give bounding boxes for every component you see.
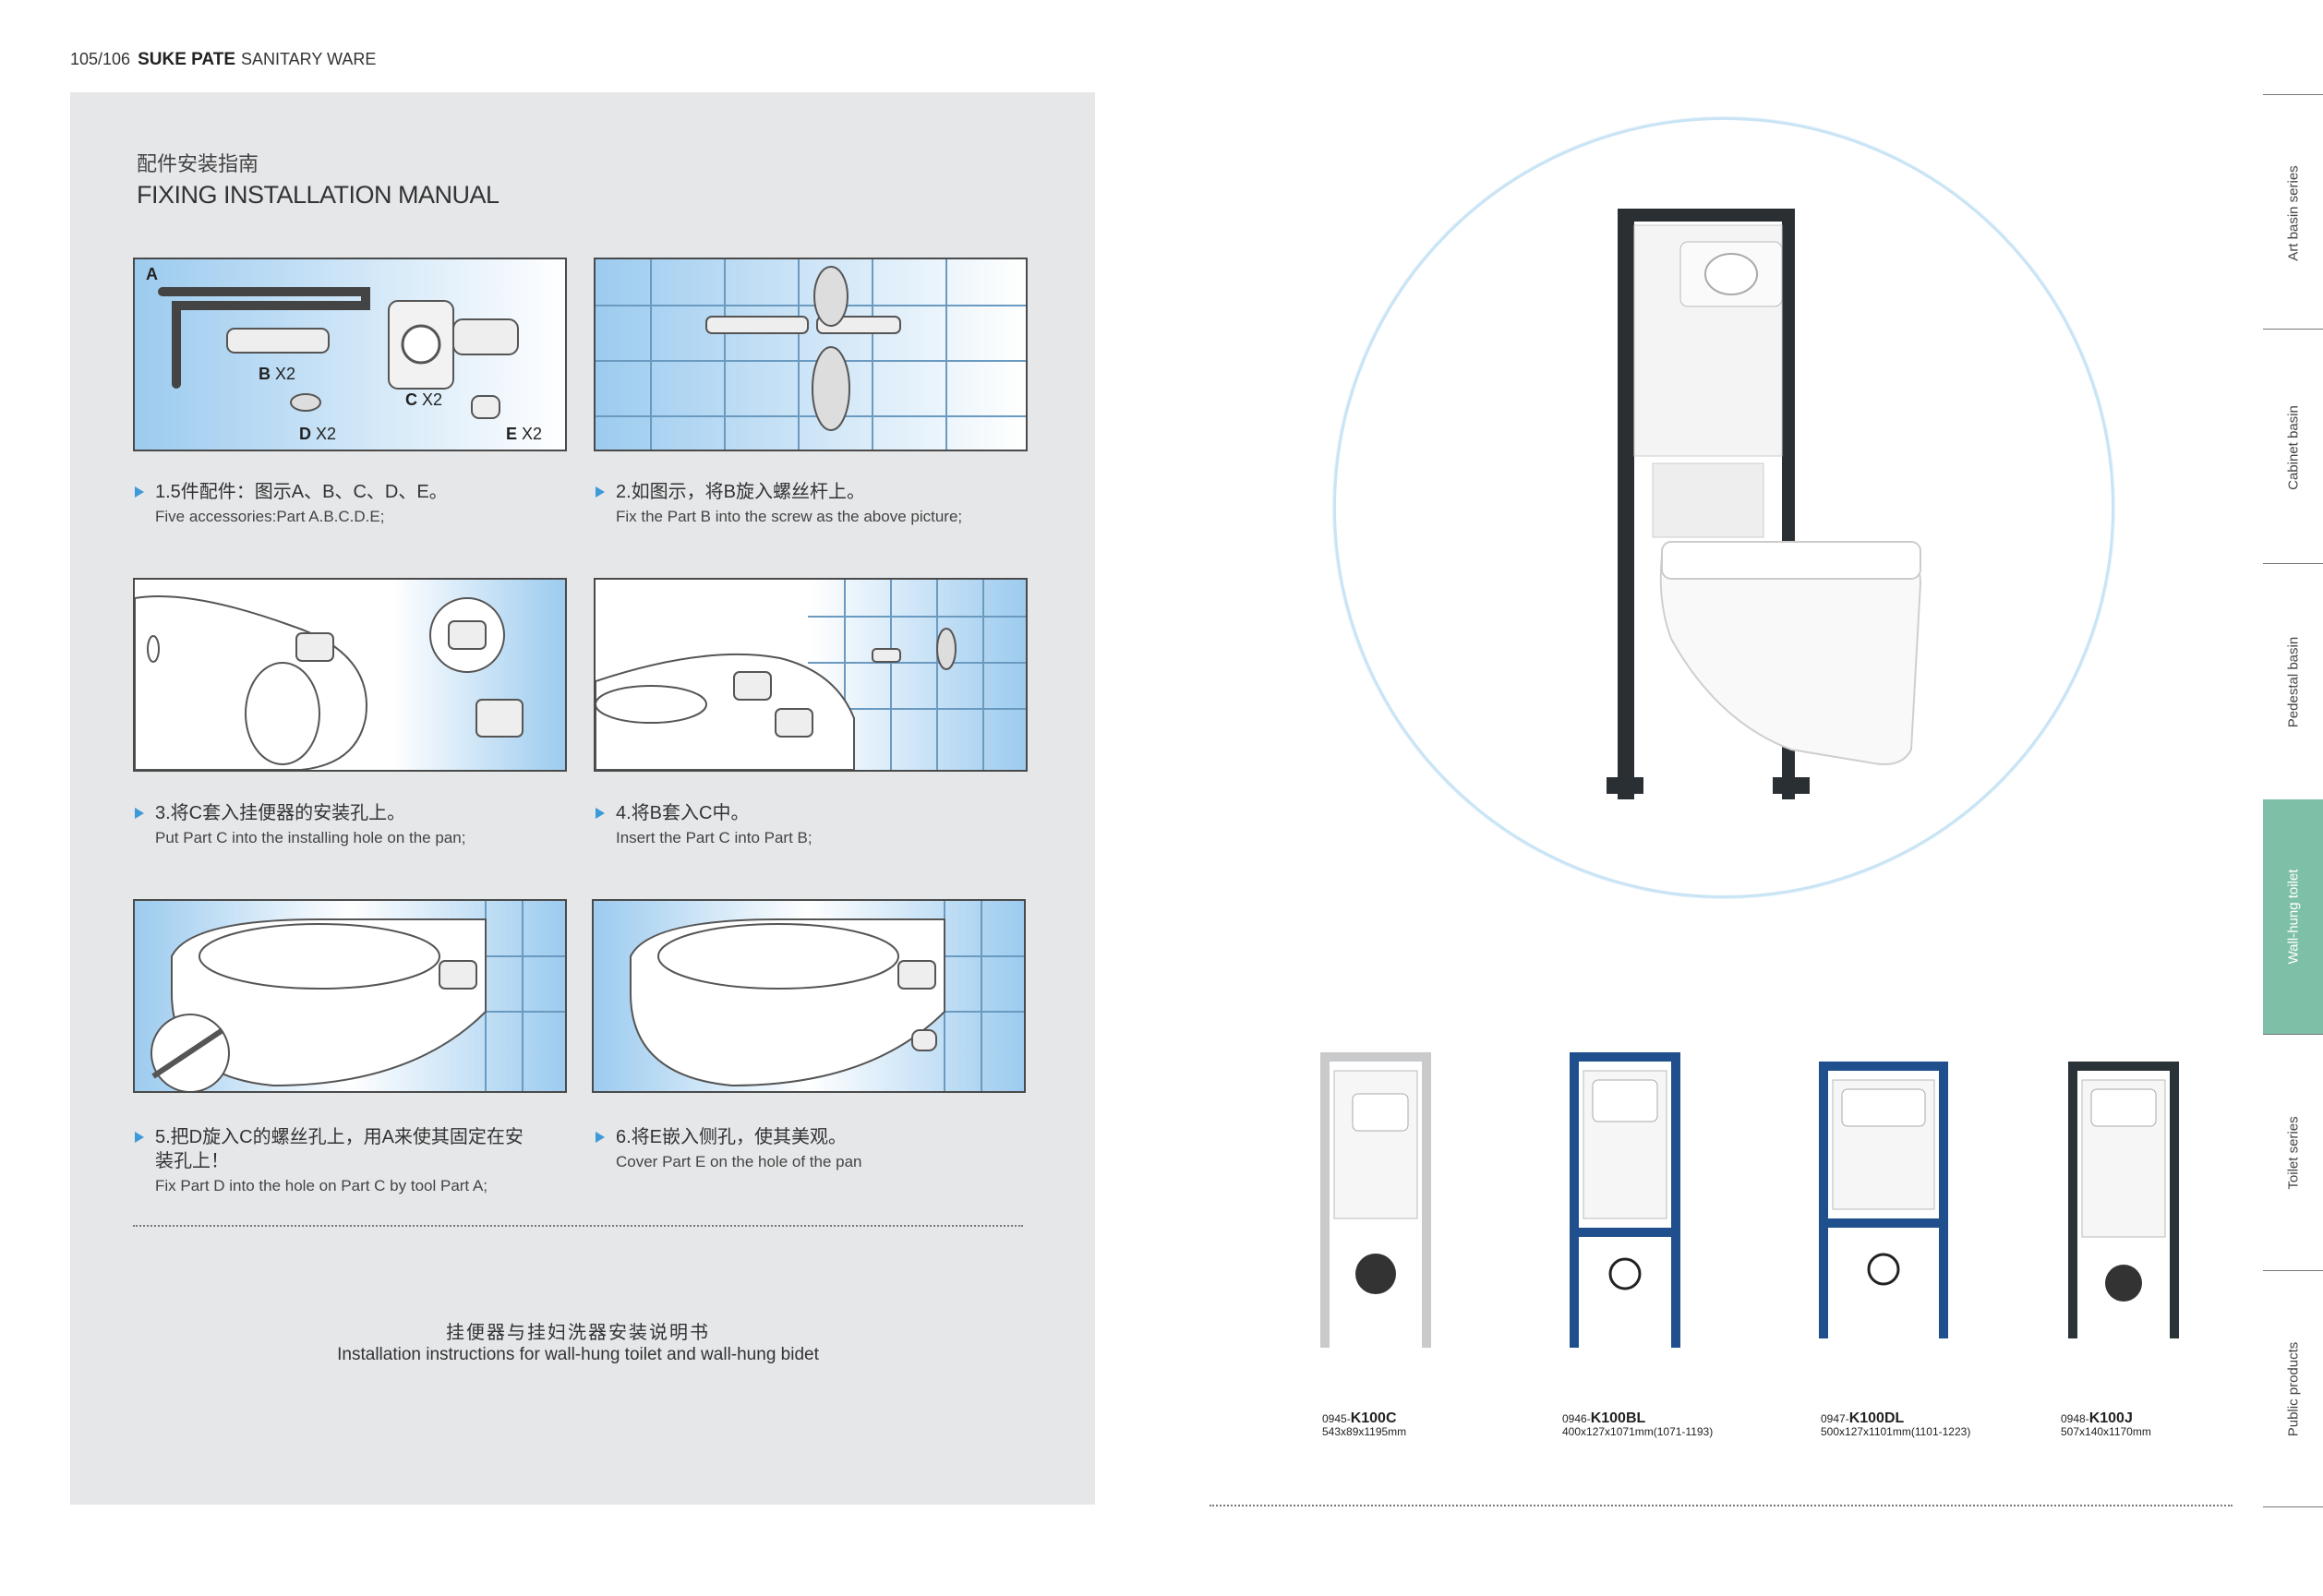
step-1-text-cn: 1.5件配件：图示A、B、C、D、E。 [135, 480, 541, 504]
tab-divider [2263, 563, 2323, 564]
step-2-illustration [594, 258, 1028, 451]
step-2-text-cn: 2.如图示，将B旋入螺丝杆上。 [596, 480, 1002, 504]
hero-product-image [1607, 205, 1976, 833]
tab-divider [2263, 1270, 2323, 1271]
product-image-k100dl [1810, 1052, 1957, 1366]
allen-key-shape [158, 287, 370, 389]
tab-wall-hung-toilet[interactable]: Wall-hung toilet [2263, 799, 2323, 1034]
page-header: 105/106 SUKE PATE SANITARY WARE [70, 50, 376, 70]
step-3-text-en: Put Part C into the installing hole on t… [155, 829, 466, 846]
step-4-text-cn: 4.将B套入C中。 [596, 801, 1002, 825]
part-a-label: A [146, 265, 158, 283]
product-image-k100bl [1551, 1043, 1699, 1357]
part-c-label: C X2 [405, 390, 442, 409]
part-b-label: B X2 [259, 365, 295, 383]
frame-k100bl [1570, 1052, 1680, 1348]
instructions-title-cn: 挂便器与挂妇洗器安装说明书 [446, 1323, 710, 1343]
step-6-text-en: Cover Part E on the hole of the pan [616, 1153, 862, 1170]
step-6-caption: 6.将E嵌入侧孔，使其美观。 Cover Part E on the hole … [596, 1125, 1002, 1171]
page-numbers: 105/106 [70, 50, 131, 68]
step-3-text-cn: 3.将C套入挂便器的安装孔上。 [135, 801, 541, 825]
tab-divider [2263, 329, 2323, 330]
part-d-label: D X2 [299, 425, 336, 443]
part-e-shape [471, 395, 500, 419]
product-image-k100j [2050, 1052, 2197, 1366]
step-6-text-cn: 6.将E嵌入侧孔，使其美观。 [596, 1125, 1002, 1149]
tab-divider [2263, 1034, 2323, 1035]
divider-right [1210, 1505, 2233, 1506]
divider [133, 1225, 1023, 1227]
part-d-shape [290, 393, 321, 412]
step-5-caption: 5.把D旋入C的螺丝孔上，用A来使其固定在安装孔上！ Fix Part D in… [135, 1125, 532, 1195]
frame-k100j [2068, 1062, 2179, 1338]
step-4-caption: 4.将B套入C中。 Insert the Part C into Part B; [596, 801, 1002, 847]
frame-k100dl [1819, 1062, 1948, 1338]
step-4-text-en: Insert the Part C into Part B; [616, 829, 812, 846]
tab-divider [2263, 94, 2323, 95]
part-b-shape [226, 328, 330, 354]
step-1-illustration: A B X2 C X2 D X2 E X2 [133, 258, 567, 451]
step-2-caption: 2.如图示，将B旋入螺丝杆上。 Fix the Part B into the … [596, 480, 1002, 526]
step-5-illustration [133, 899, 567, 1093]
tab-public-products[interactable]: Public products [2285, 1341, 2301, 1437]
instructions-title-en: Installation instructions for wall-hung … [337, 1345, 819, 1364]
brand-subtitle: SANITARY WARE [241, 50, 377, 68]
step-2-text-en: Fix the Part B into the screw as the abo… [616, 508, 963, 525]
product-image-k100c [1302, 1043, 1450, 1357]
part-e-label: E X2 [506, 425, 542, 443]
step-3-illustration [133, 578, 567, 772]
brand-name: SUKE PATE [138, 50, 235, 69]
step-4-illustration [594, 578, 1028, 772]
manual-title-cn: 配件安装指南 [137, 152, 259, 175]
step-3-caption: 3.将C套入挂便器的安装孔上。 Put Part C into the inst… [135, 801, 541, 847]
manual-title-en: FIXING INSTALLATION MANUAL [137, 181, 500, 209]
tab-cabinet-basin[interactable]: Cabinet basin [2285, 405, 2301, 490]
tab-toilet-series[interactable]: Toilet series [2285, 1116, 2301, 1190]
frame-k100c [1320, 1052, 1431, 1348]
step-6-illustration [592, 899, 1026, 1093]
step-1-caption: 1.5件配件：图示A、B、C、D、E。 Five accessories:Par… [135, 480, 541, 526]
tab-divider [2263, 1506, 2323, 1507]
step-1-text-en: Five accessories:Part A.B.C.D.E; [155, 508, 385, 525]
tab-art-basin-series[interactable]: Art basin series [2285, 165, 2301, 261]
step-5-text-en: Fix Part D into the hole on Part C by to… [155, 1177, 488, 1194]
tab-pedestal-basin[interactable]: Pedestal basin [2285, 636, 2301, 728]
step-5-text-cn: 5.把D旋入C的螺丝孔上，用A来使其固定在安装孔上！ [135, 1125, 532, 1173]
